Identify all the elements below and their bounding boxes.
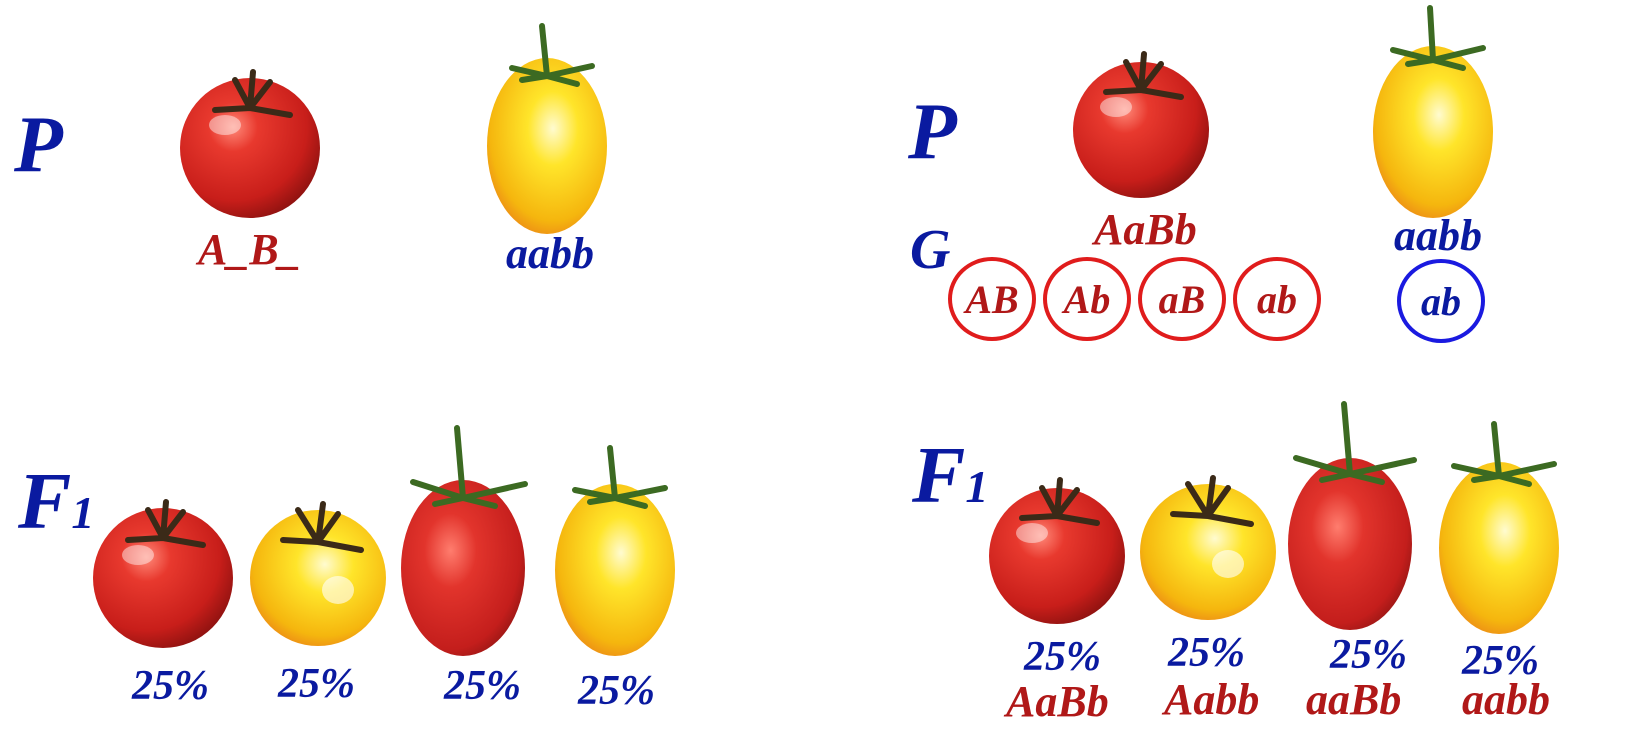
genotype-offspring-3: aaBb (1306, 678, 1401, 722)
p-label-left: P (14, 105, 63, 185)
yellow-oval-tomato-icon (482, 18, 612, 238)
percent-left-3: 25% (444, 665, 521, 707)
offspring-red-round-icon (982, 468, 1132, 628)
percent-right-3: 25% (1330, 634, 1407, 676)
yellow-oval-tomato-icon (1368, 4, 1498, 224)
gamete-ab: ab (1233, 257, 1321, 341)
f1-label-left: F1 (18, 462, 94, 542)
genotype-left-parent1: A_B_ (198, 228, 301, 272)
gamete-aB: aB (1138, 257, 1226, 341)
offspring-yellow-oval-icon (1434, 418, 1564, 638)
g-label: G (910, 222, 950, 278)
percent-right-1: 25% (1024, 636, 1101, 678)
genotype-right-parent2: aabb (1394, 214, 1482, 258)
genotype-left-parent2: aabb (506, 232, 594, 276)
red-round-tomato-icon (1066, 42, 1216, 202)
genotype-offspring-1: AaBb (1006, 680, 1109, 724)
f1-label-right: F1 (912, 436, 988, 516)
percent-right-2: 25% (1168, 632, 1245, 674)
offspring-yellow-round-icon (243, 490, 393, 650)
percent-left-1: 25% (132, 665, 209, 707)
offspring-yellow-oval-icon (550, 440, 680, 660)
gamete-Ab: Ab (1043, 257, 1131, 341)
percent-left-4: 25% (578, 670, 655, 712)
offspring-red-oval-icon (1282, 398, 1422, 638)
percent-left-2: 25% (278, 663, 355, 705)
offspring-red-oval-icon (395, 420, 535, 660)
red-round-tomato-icon (175, 60, 325, 220)
offspring-red-round-icon (88, 490, 238, 650)
genotype-offspring-4: aabb (1462, 678, 1550, 722)
gamete-AB: AB (948, 257, 1036, 341)
p-label-right: P (908, 92, 957, 172)
genotype-right-parent1: AaBb (1094, 208, 1197, 252)
gamete-ab-parent2: ab (1397, 259, 1485, 343)
offspring-yellow-round-icon (1133, 464, 1283, 624)
genotype-offspring-2: Aabb (1164, 678, 1259, 722)
